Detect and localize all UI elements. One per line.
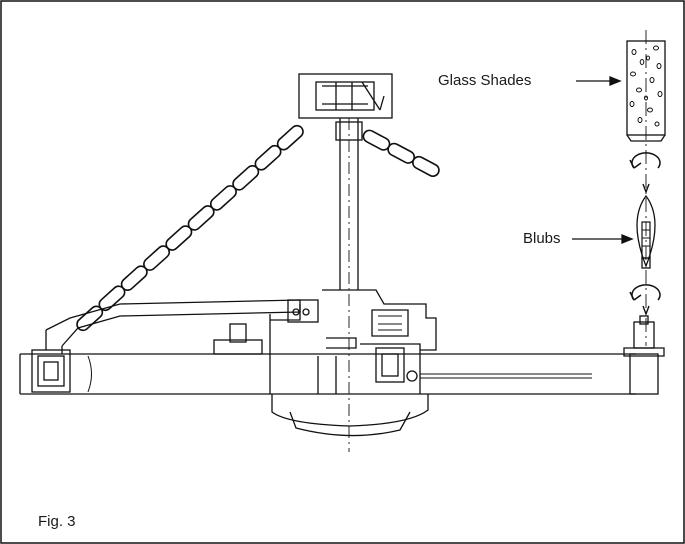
ceiling-canopy (298, 73, 393, 119)
bulb (636, 194, 656, 269)
chain-left (76, 124, 304, 332)
blade-bar (19, 353, 636, 395)
chain-right (362, 129, 440, 177)
bulbs-label: Blubs (523, 230, 561, 247)
rotate-arrow-upper (629, 152, 661, 169)
glass-shades-label: Glass Shades (438, 72, 532, 89)
figure-caption: Fig. 3 (38, 513, 76, 530)
bulbs-leader-arrow (572, 234, 634, 244)
down-arrowhead-2 (642, 305, 650, 316)
motor-housing (269, 289, 437, 437)
right-lamp-holder (623, 315, 665, 395)
blade-knob (213, 323, 263, 355)
down-arrowhead-1 (642, 183, 650, 194)
shades-leader-arrow (576, 76, 622, 86)
rotate-arrow-lower (629, 284, 661, 301)
down-rod (335, 118, 363, 452)
glass-shade (626, 40, 666, 142)
left-lamp-holder (31, 349, 71, 393)
